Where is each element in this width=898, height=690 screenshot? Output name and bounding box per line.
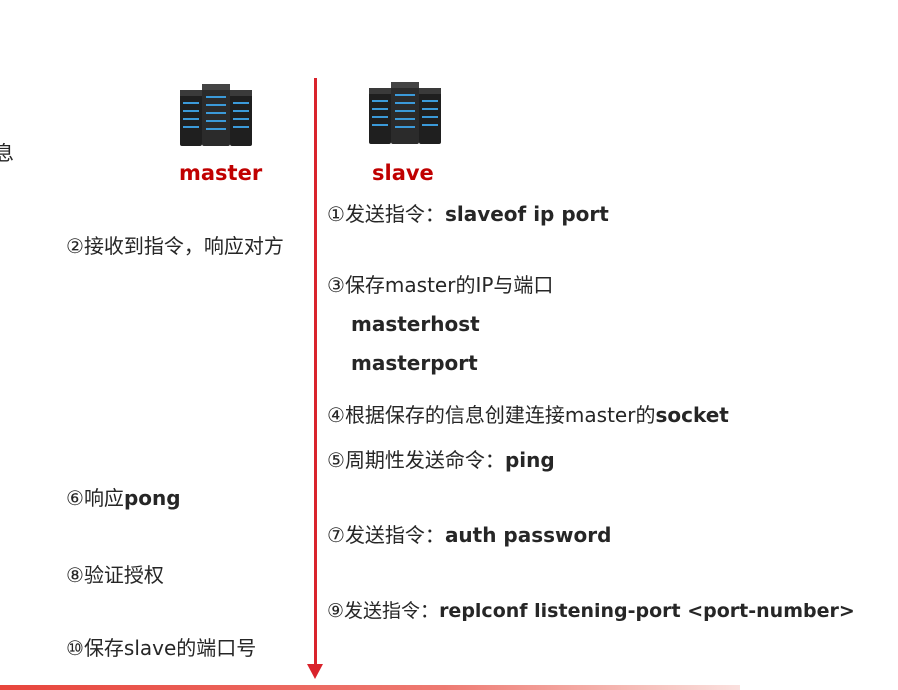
- step-9: ⑨发送指令：replconf listening-port <port-numb…: [327, 600, 855, 622]
- server-rack-center: [202, 84, 230, 146]
- step-2: ②接收到指令，响应对方: [66, 234, 284, 258]
- timeline-divider: [314, 78, 317, 668]
- step-3-masterport: masterport: [351, 351, 478, 375]
- step-3-masterhost: masterhost: [351, 312, 480, 336]
- arrow-down-icon: [307, 664, 323, 679]
- step-5: ⑤周期性发送命令：ping: [327, 448, 555, 472]
- step-3: ③保存master的IP与端口: [327, 273, 554, 297]
- step-7: ⑦发送指令：auth password: [327, 523, 612, 547]
- step-10: ⑩保存slave的端口号: [66, 636, 257, 660]
- step-6: ⑥响应pong: [66, 486, 181, 510]
- server-rack-left: [369, 88, 391, 144]
- step-8: ⑧验证授权: [66, 563, 164, 587]
- server-rack-center: [391, 82, 419, 144]
- master-label: master: [179, 161, 263, 185]
- slave-label: slave: [372, 161, 434, 185]
- server-rack-right: [230, 90, 252, 146]
- step-1: ①发送指令：slaveof ip port: [327, 202, 609, 226]
- step-4: ④根据保存的信息创建连接master的socket: [327, 403, 729, 427]
- server-rack-right: [419, 88, 441, 144]
- slave-server-icon: [369, 82, 441, 144]
- partial-edge-text: 息: [0, 141, 14, 165]
- server-rack-left: [180, 90, 202, 146]
- master-server-icon: [180, 84, 252, 146]
- bottom-accent-line: [0, 685, 740, 690]
